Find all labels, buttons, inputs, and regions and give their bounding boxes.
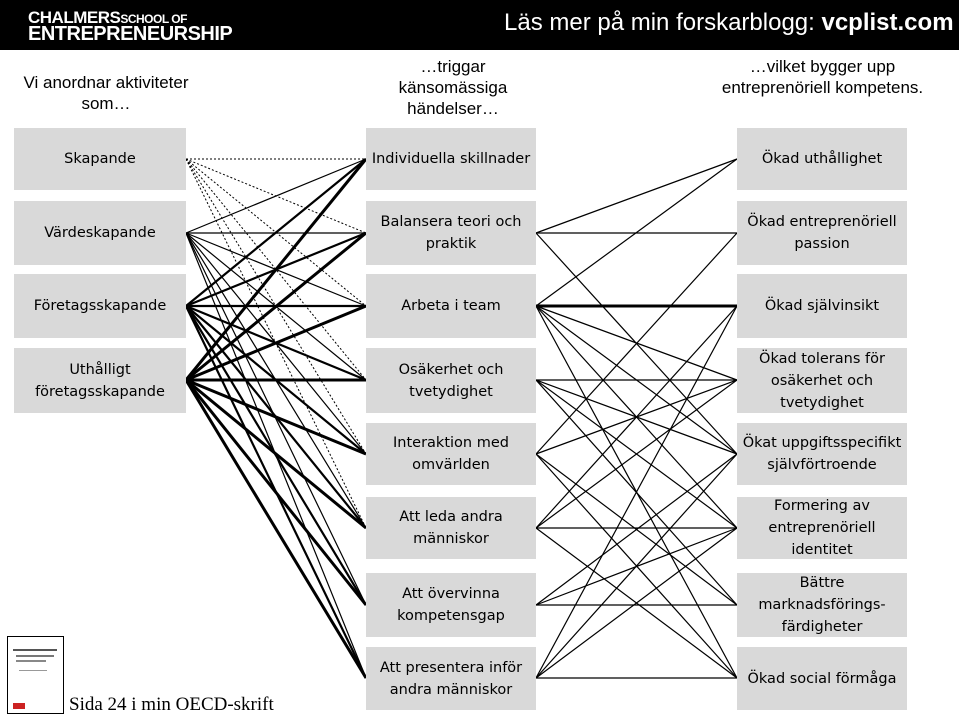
activity-event-line <box>185 378 367 530</box>
activity-event-line <box>185 158 367 234</box>
oecd-report-thumbnail <box>7 636 64 714</box>
event-competency-line <box>535 453 738 679</box>
event-box-7: Att övervinna kompetensgap <box>366 573 536 637</box>
oecd-caption: Sida 24 i min OECD-skrift <box>69 694 274 715</box>
activity-event-line <box>185 158 367 307</box>
activity-box-skapande: Skapande <box>14 128 186 190</box>
logo-line1: CHALMERS <box>28 8 121 27</box>
competency-box-6: Formering av entreprenöriell identitet <box>737 497 907 559</box>
competency-box-4: Ökad tolerans för osäkerhet och tvetydig… <box>737 348 907 413</box>
activity-event-line <box>184 379 368 606</box>
event-box-5: Interaktion med omvärlden <box>366 423 536 485</box>
event-competency-line <box>535 379 738 529</box>
competency-box-7: Bättre marknadsförings-färdigheter <box>737 573 907 637</box>
competency-box-3: Ökad självinsikt <box>737 274 907 338</box>
event-box-4: Osäkerhet och tvetydighet <box>366 348 536 413</box>
competency-box-5: Ökat uppgiftsspecifikt självförtroende <box>737 423 907 485</box>
chalmers-logo: CHALMERSSCHOOL OF <box>28 8 187 28</box>
event-box-6: Att leda andra människor <box>366 497 536 559</box>
event-box-8: Att presentera inför andra människor <box>366 647 536 710</box>
event-competency-line <box>535 527 738 679</box>
competency-box-1: Ökad uthållighet <box>737 128 907 190</box>
activity-event-line <box>185 231 367 382</box>
event-box-1: Individuella skillnader <box>366 128 536 190</box>
activity-event-line <box>185 378 367 456</box>
activity-event-line <box>184 379 368 679</box>
logo-line2: ENTREPRENEURSHIP <box>28 23 233 45</box>
activity-box-vardeskapande: Värdeskapande <box>14 201 186 265</box>
event-competency-line <box>535 158 738 234</box>
blog-prefix: Läs mer på min forskarblogg: <box>504 9 822 36</box>
activity-box-uthalligt: Uthålligt företagsskapande <box>14 348 186 413</box>
event-competency-line <box>535 232 738 455</box>
right-column-header: …vilket bygger upp entreprenöriell kompe… <box>721 57 924 97</box>
event-competency-line <box>535 453 738 606</box>
middle-column-header: …triggar känsomässiga händelser… <box>398 57 508 118</box>
activity-event-line <box>185 158 367 381</box>
event-competency-line <box>535 305 738 529</box>
blog-link-text: Läs mer på min forskarblogg: vcplist.com <box>504 9 954 37</box>
top-banner: CHALMERSSCHOOL OF ENTREPRENEURSHIP Läs m… <box>0 0 959 50</box>
competency-box-2: Ökad entreprenöriell passion <box>737 201 907 265</box>
competency-box-8: Ökad social förmåga <box>737 647 907 710</box>
event-competency-line <box>535 305 738 679</box>
left-column-header: Vi anordnar aktiviteter som… <box>23 73 189 113</box>
activity-event-line <box>185 304 367 382</box>
event-competency-line <box>535 158 738 307</box>
activity-event-line <box>184 158 368 381</box>
event-box-3: Arbeta i team <box>366 274 536 338</box>
activity-box-foretagsskapande: Företagsskapande <box>14 274 186 338</box>
blog-url[interactable]: vcplist.com <box>821 9 954 36</box>
event-box-2: Balansera teori och praktik <box>366 201 536 265</box>
activity-event-line <box>185 232 367 606</box>
logo-line1b: SCHOOL OF <box>120 12 187 26</box>
